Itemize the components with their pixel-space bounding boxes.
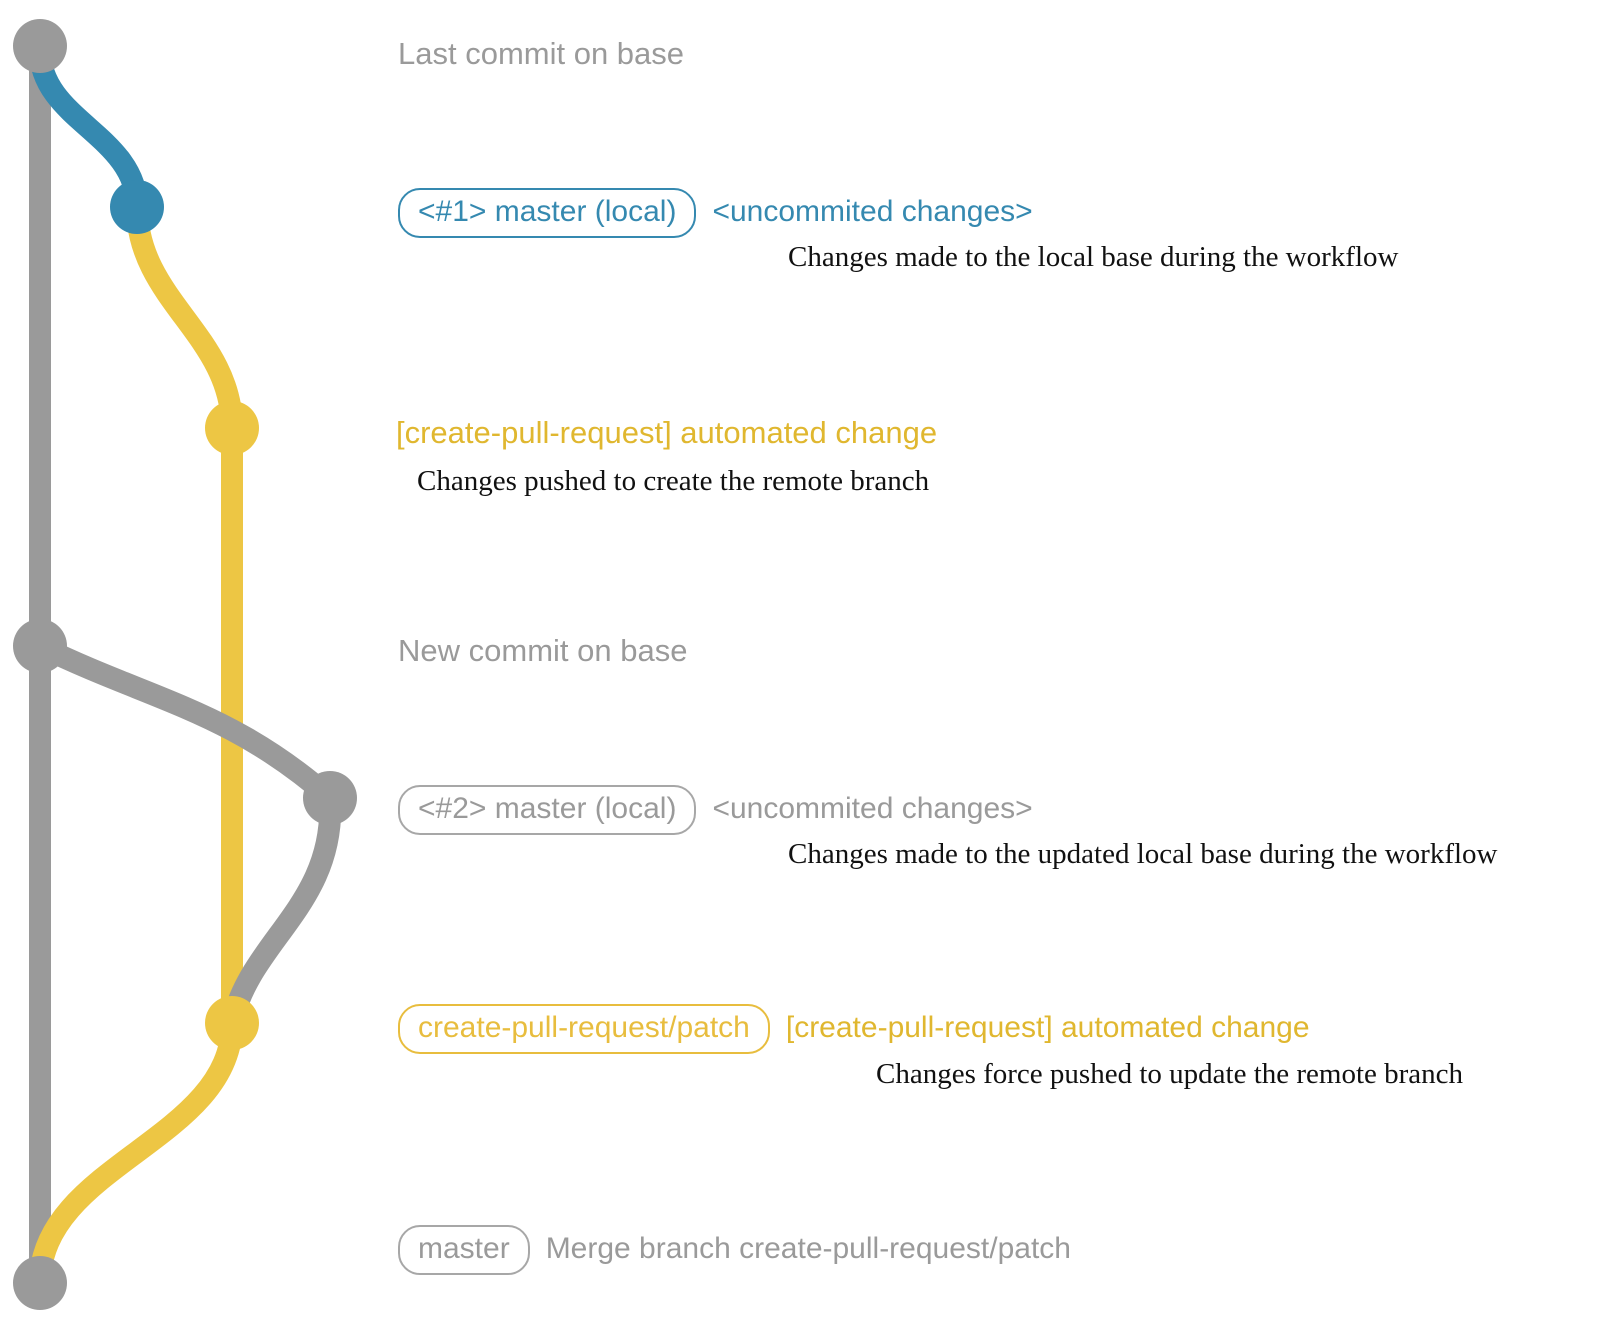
- row-patch-branch: create-pull-request/patch [create-pull-r…: [398, 1004, 1310, 1054]
- branch-graph-svg: [13, 19, 357, 1310]
- row-local-master-2: <#2> master (local) <uncommited changes>: [398, 785, 1033, 835]
- node-base-new[interactable]: [13, 619, 67, 673]
- node-local-1[interactable]: [110, 180, 164, 234]
- badge-create-pull-request-patch[interactable]: create-pull-request/patch: [398, 1004, 770, 1054]
- row-local-master-1: <#1> master (local) <uncommited changes>: [398, 188, 1033, 238]
- edge-basenew-to-local2: [29, 635, 341, 809]
- message-local-master-2: <uncommited changes>: [712, 792, 1033, 825]
- message-patch-branch: [create-pull-request] automated change: [785, 1011, 1310, 1044]
- badge-local-master-1[interactable]: <#1> master (local): [398, 188, 697, 238]
- row-master-merge: master Merge branch create-pull-request/…: [398, 1225, 1071, 1275]
- edge-local2-to-patch2: [221, 787, 342, 1034]
- note-patch-branch: Changes force pushed to update the remot…: [876, 1058, 1464, 1090]
- note-local-master-2: Changes made to the updated local base d…: [788, 838, 1498, 870]
- message-local-master-1: <uncommited changes>: [712, 195, 1033, 228]
- edge-patch2-to-master: [29, 1012, 243, 1294]
- note-automated-change-push: Changes pushed to create the remote bran…: [417, 465, 930, 497]
- node-patch-2[interactable]: [205, 996, 259, 1050]
- badge-local-master-2[interactable]: <#2> master (local): [398, 785, 697, 835]
- node-base-top[interactable]: [13, 19, 67, 73]
- node-master-merge[interactable]: [13, 1256, 67, 1310]
- node-patch-1[interactable]: [205, 401, 259, 455]
- message-master-merge: Merge branch create-pull-request/patch: [545, 1232, 1071, 1265]
- note-local-master-1: Changes made to the local base during th…: [788, 241, 1399, 273]
- headline-automated-change-push: [create-pull-request] automated change: [396, 415, 938, 450]
- edge-local1-to-patch1: [126, 196, 243, 439]
- headline-new-commit-on-base: New commit on base: [398, 633, 688, 668]
- badge-master[interactable]: master: [398, 1225, 530, 1275]
- headline-last-commit-on-base: Last commit on base: [398, 36, 685, 71]
- edge-base-to-local1: [29, 39, 148, 218]
- node-local-2[interactable]: [303, 771, 357, 825]
